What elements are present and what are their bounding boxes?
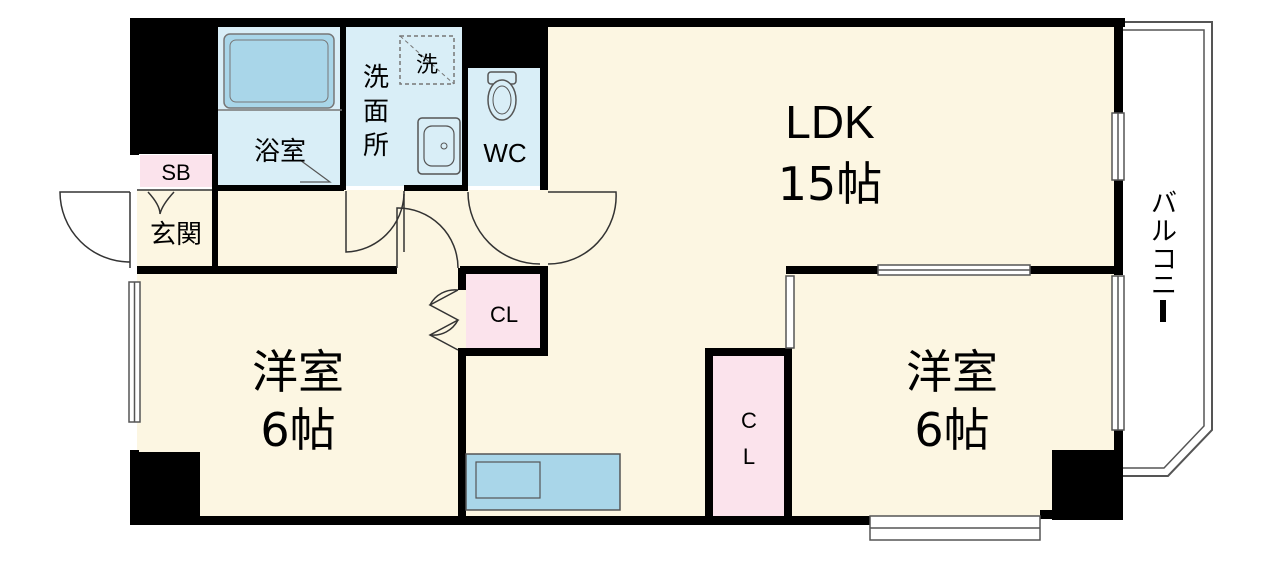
balcony-label-3: コ <box>1151 245 1177 275</box>
closet-right-floor <box>713 356 785 516</box>
entrance-floor <box>137 190 215 270</box>
closet-right-label-2: L <box>743 444 755 469</box>
washroom-label-3: 所 <box>363 131 389 161</box>
ldk-floor <box>545 26 1120 271</box>
shoe-box-floor <box>140 155 212 187</box>
entrance-label: 玄関 <box>150 220 202 250</box>
walls <box>130 18 1125 525</box>
balcony-label-5-mark <box>1160 300 1166 322</box>
shoe-box-label: SB <box>161 160 190 185</box>
washroom-label-1: 洗 <box>363 63 389 93</box>
windows <box>128 112 1125 541</box>
balcony-railing-inner <box>1120 29 1205 469</box>
closet-right-label-1: C <box>741 408 757 433</box>
closet-hall-floor <box>466 274 544 348</box>
western-right-name: 洋室 <box>906 345 998 399</box>
ldk-name: LDK <box>785 96 875 148</box>
bath-label: 浴室 <box>254 137 306 167</box>
washer-label: 洗 <box>416 53 438 78</box>
hall-floor <box>213 190 548 272</box>
balcony-label-1: バ <box>1151 189 1177 219</box>
fixtures <box>218 33 621 511</box>
western-left-name: 洋室 <box>252 345 344 399</box>
western-left-size: 6帖 <box>260 403 335 457</box>
washroom-label-2: 面 <box>363 97 389 127</box>
ldk-size: 15帖 <box>778 157 883 211</box>
doors <box>59 189 617 351</box>
closet-hall-label: CL <box>490 302 518 327</box>
balcony-label-2: ル <box>1151 217 1177 247</box>
balcony-railing <box>1120 21 1213 477</box>
balcony-label-4: ニ <box>1151 271 1177 301</box>
wc-label: WC <box>483 138 526 168</box>
western-right-size: 6帖 <box>914 403 989 457</box>
